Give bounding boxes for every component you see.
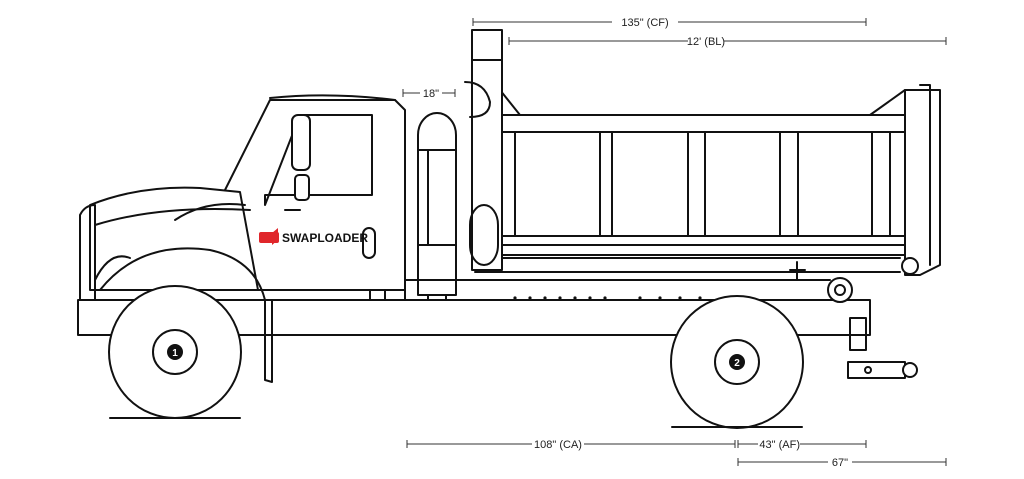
dimension-cf-label: 135" (CF) xyxy=(621,17,668,29)
exhaust-stack xyxy=(417,112,457,301)
hood xyxy=(79,186,273,383)
rear-axle-number: 2 xyxy=(734,358,740,369)
dimension-bl-label: 12' (BL) xyxy=(687,36,725,48)
dimension-stack: 18" xyxy=(402,88,456,100)
dimension-ca-label: 108" (CA) xyxy=(534,439,582,451)
dimension-rear-label: 67" xyxy=(832,457,848,469)
front-post xyxy=(464,29,503,271)
tailgate xyxy=(901,84,941,276)
front-axle-number: 1 xyxy=(172,348,178,359)
dimension-af-label: 43" (AF) xyxy=(759,439,800,451)
dimension-bl: 12' (BL) xyxy=(508,36,947,48)
dimension-stack-label: 18" xyxy=(423,88,439,100)
rear-wheel: 2 xyxy=(670,295,804,429)
swaploader-logo-text: SWAPLOADER xyxy=(282,231,368,245)
dump-body xyxy=(474,89,906,273)
dimension-rear: 67" xyxy=(737,457,947,469)
dimension-ca: 108" (CA) xyxy=(406,439,736,451)
swaploader-logo: SWAPLOADER xyxy=(259,228,368,245)
rear-hitch xyxy=(847,317,918,379)
front-wheel: 1 xyxy=(108,285,242,419)
dimension-af: 43" (AF) xyxy=(737,439,867,451)
dimension-cf: 135" (CF) xyxy=(472,17,867,29)
